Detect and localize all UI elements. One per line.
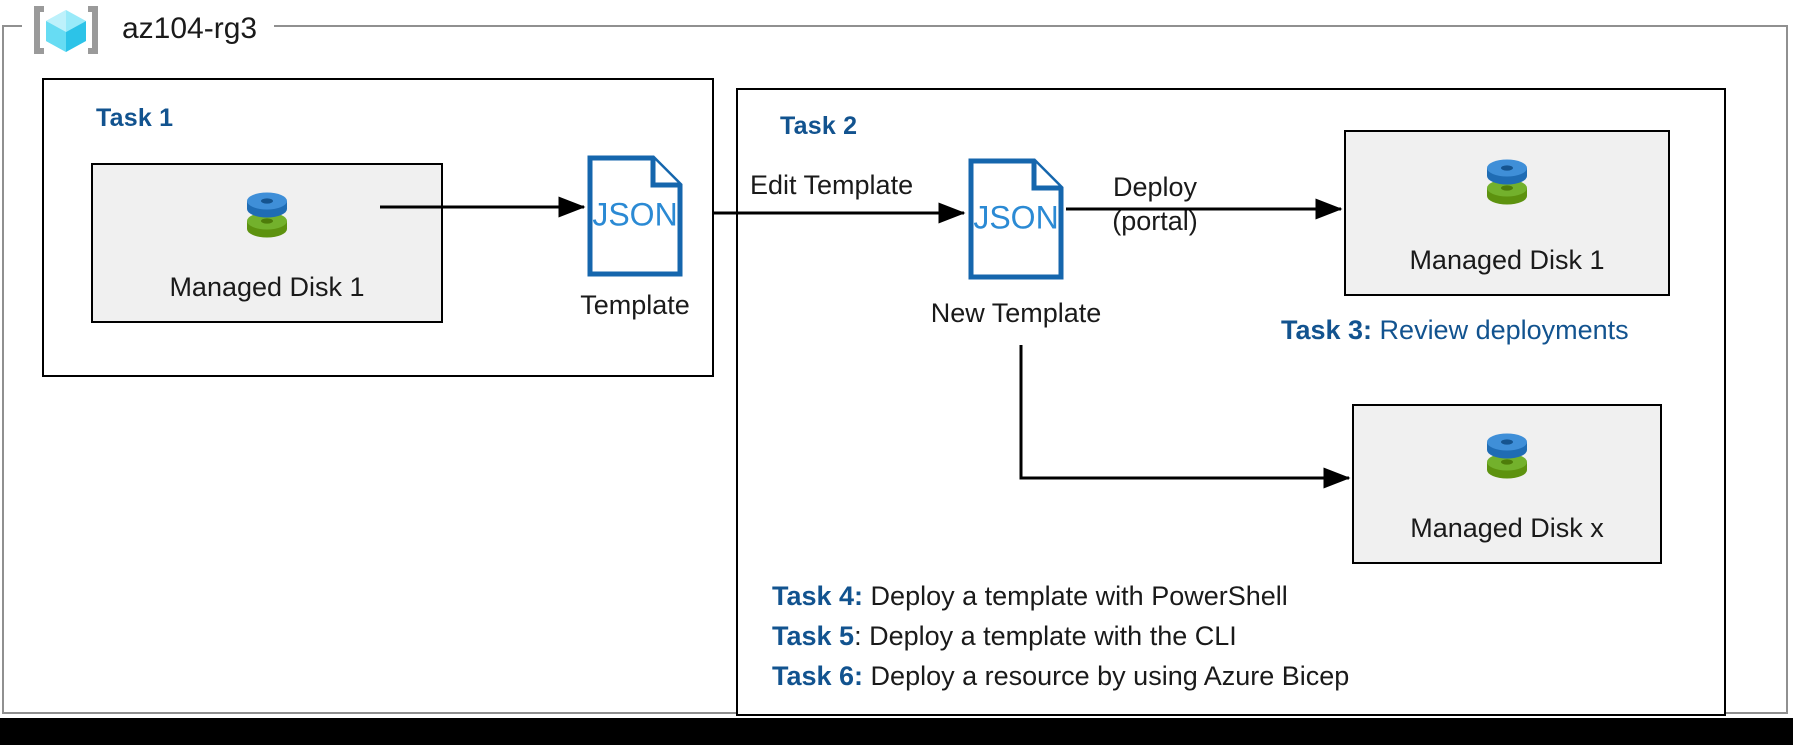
- task-5-body: : Deploy a template with the CLI: [854, 621, 1237, 651]
- task-6-prefix: Task 6:: [772, 661, 864, 691]
- managed-disk-1-deployed-box: Managed Disk 1: [1344, 130, 1670, 296]
- json-template-icon: JSON: [587, 155, 683, 277]
- task-5-prefix: Task 5: [772, 621, 855, 651]
- task-4-prefix: Task 4:: [772, 581, 864, 611]
- task-4-body: Deploy a template with PowerShell: [863, 581, 1288, 611]
- resource-group-name: az104-rg3: [122, 12, 258, 45]
- managed-disk-1-source-label: Managed Disk 1: [169, 272, 365, 302]
- task-6-note: Task 6: Deploy a resource by using Azure…: [772, 656, 1349, 696]
- task-1-heading: Task 1: [96, 104, 174, 132]
- task-3-note: Task 3: Review deployments: [1281, 310, 1629, 350]
- managed-disk-icon: [1479, 424, 1535, 482]
- svg-text:JSON: JSON: [592, 196, 677, 232]
- azure-resource-group-icon: [30, 2, 102, 58]
- managed-disk-icon: [239, 183, 295, 241]
- template-caption: Template: [580, 290, 690, 320]
- managed-disk-1-source-box: Managed Disk 1: [91, 163, 443, 323]
- managed-disk-x-deployed-box: Managed Disk x: [1352, 404, 1662, 564]
- svg-text:JSON: JSON: [973, 199, 1058, 235]
- edit-template-label: Edit Template: [750, 170, 914, 200]
- deploy-portal-label: Deploy (portal): [1100, 170, 1210, 238]
- new-template-caption: New Template: [930, 298, 1102, 328]
- task-4-note: Task 4: Deploy a template with PowerShel…: [772, 576, 1288, 616]
- json-new-template-icon: JSON: [968, 158, 1064, 280]
- managed-disk-icon: [1479, 150, 1535, 208]
- task-6-body: Deploy a resource by using Azure Bicep: [863, 661, 1350, 691]
- managed-disk-x-deployed-label: Managed Disk x: [1410, 513, 1604, 543]
- task-5-note: Task 5: Deploy a template with the CLI: [772, 616, 1237, 656]
- deploy-label-line-1: Deploy: [1112, 172, 1198, 202]
- deploy-label-line-2: (portal): [1112, 206, 1198, 236]
- managed-disk-1-deployed-label: Managed Disk 1: [1409, 245, 1605, 275]
- task-3-body: Review deployments: [1372, 315, 1629, 345]
- bottom-bar: [0, 718, 1793, 745]
- task-3-prefix: Task 3:: [1281, 315, 1373, 345]
- task-2-heading: Task 2: [780, 112, 858, 140]
